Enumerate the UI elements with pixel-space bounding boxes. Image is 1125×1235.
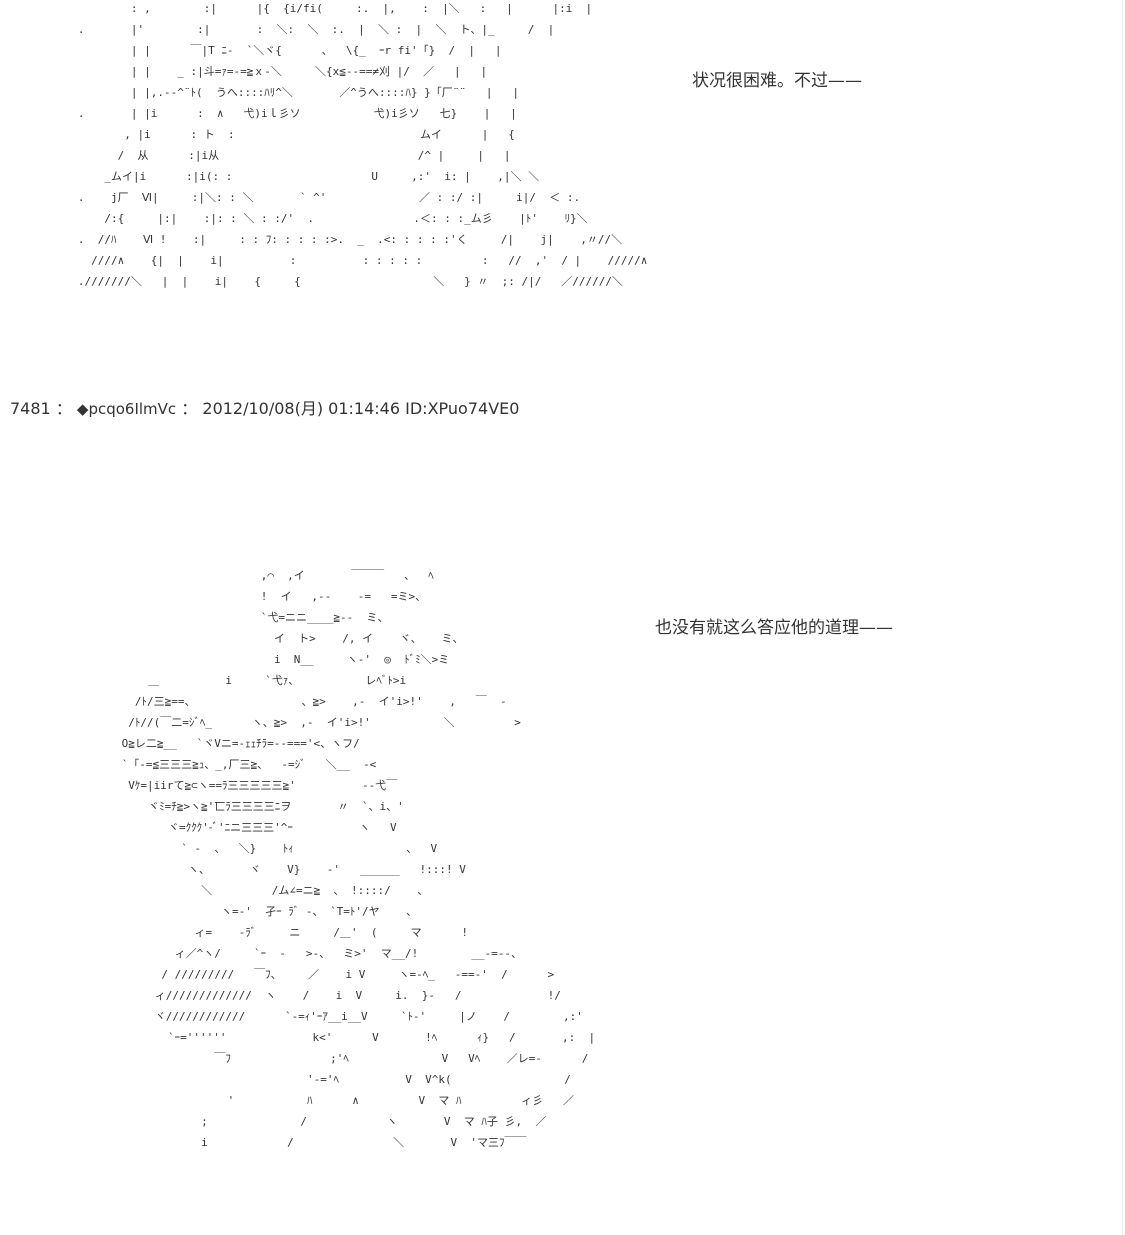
post-caption-first: 状况很困难。不过—— <box>692 71 862 91</box>
post-caption-second: 也没有就这么答应他的道理—— <box>655 618 893 638</box>
header-separator: ： <box>55 399 72 418</box>
ascii-art-second: ,⌒ ,イ ￣￣￣ 、 ﾍ ! イ ,-‐ ‐= =ミ>、 `弋=ニニ____≧… <box>121 569 596 1149</box>
post-datetime: 2012/10/08(月) 01:14:46 <box>202 399 401 418</box>
header-separator-2: ： <box>181 399 198 418</box>
ascii-art-first: : , :| |{ {i/fi( :. |, : |＼ : | |:i | . … <box>77 2 648 288</box>
post-header: 7481 ： ◆pcqo6IlmVc ： 2012/10/08(月) 01:14… <box>10 395 519 419</box>
poster-trip: ◆pcqo6IlmVc <box>76 400 177 418</box>
poster-id: ID:XPuo74VE0 <box>405 399 520 418</box>
thread-page: : , :| |{ {i/fi( :. |, : |＼ : | |:i | . … <box>10 0 1123 1235</box>
post-number: 7481 <box>10 399 51 418</box>
